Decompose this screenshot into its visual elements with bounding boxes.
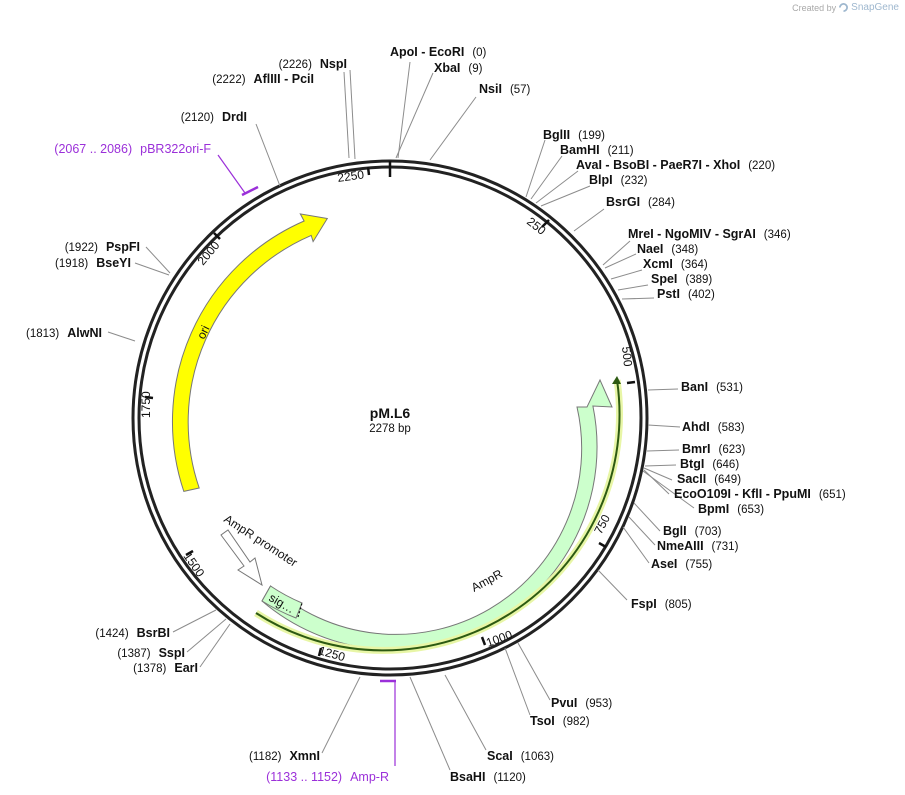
- created-by-text: Created by: [792, 2, 837, 13]
- site-fspi[interactable]: FspI(805): [631, 597, 692, 611]
- site-naei[interactable]: NaeI(348): [637, 242, 698, 256]
- primer-markers: [217, 154, 396, 766]
- tick-label-250: 250: [524, 214, 549, 238]
- site-apoi[interactable]: ApoI - EcoRI(0): [390, 45, 487, 59]
- site-scai[interactable]: ScaI(1063): [487, 749, 554, 763]
- tick-1250: [317, 647, 323, 657]
- site-afliii[interactable]: (2222)AflIII - PciI: [212, 72, 314, 86]
- site-eari[interactable]: (1378)EarI: [133, 661, 198, 675]
- site-psti[interactable]: PstI(402): [657, 287, 715, 301]
- primer-amp-r[interactable]: (1133 .. 1152)Amp-R: [266, 770, 389, 784]
- site-pspfi[interactable]: (1922)PspFI: [65, 240, 140, 254]
- site-bglii[interactable]: BglII(199): [543, 128, 605, 142]
- tick-label-500: 500: [619, 346, 635, 368]
- primer-binding-ampr: [254, 376, 624, 654]
- site-nsii[interactable]: NsiI(57): [479, 82, 531, 96]
- tick-500: [626, 380, 636, 385]
- leader-lines: [107, 61, 695, 771]
- tick-1750: [144, 395, 154, 400]
- brand-text: SnapGene: [851, 2, 899, 13]
- site-bsahi[interactable]: BsaHI(1120): [450, 770, 526, 784]
- tick-1500: [185, 549, 194, 557]
- site-ecoo109i[interactable]: EcoO109I - KflI - PpuMI(651): [674, 487, 846, 501]
- site-mrei[interactable]: MreI - NgoMIV - SgrAI(346): [628, 227, 791, 241]
- plasmid-size: 2278 bp: [369, 423, 411, 435]
- site-drdi[interactable]: (2120)DrdI: [181, 110, 247, 124]
- site-asei[interactable]: AseI(755): [651, 557, 712, 571]
- tick-label-2250: 2250: [336, 167, 365, 185]
- feature-ori[interactable]: ori: [171, 213, 329, 492]
- site-bseyi[interactable]: (1918)BseYI: [55, 256, 131, 270]
- site-alwni[interactable]: (1813)AlwNI: [26, 326, 102, 340]
- feature-ampr-promoter[interactable]: AmpR promoter: [220, 512, 300, 587]
- tick-label-1750: 1750: [139, 391, 153, 418]
- primer-labels: (2067 .. 2086)pBR322ori-F (1133 .. 1152)…: [54, 142, 389, 784]
- tick-2250: [366, 166, 371, 176]
- site-bani[interactable]: BanI(531): [681, 380, 743, 394]
- tick-2000: [213, 232, 221, 240]
- site-avai[interactable]: AvaI - BsoBI - PaeR7I - XhoI(220): [576, 158, 775, 172]
- site-sacii[interactable]: SacII(649): [677, 472, 741, 486]
- site-ahdi[interactable]: AhdI(583): [682, 420, 745, 434]
- site-blpi[interactable]: BlpI(232): [589, 173, 648, 187]
- site-bmri[interactable]: BmrI(623): [682, 442, 746, 456]
- site-bsrbi[interactable]: (1424)BsrBI: [95, 626, 170, 640]
- feature-sig-box: [261, 585, 303, 619]
- snapgene-logo-icon: [839, 3, 849, 12]
- site-bamhi[interactable]: BamHI(211): [560, 143, 634, 157]
- site-xcmi[interactable]: XcmI(364): [643, 257, 708, 271]
- restriction-sites: ApoI - EcoRI(0) XbaI(9) NsiI(57) BglII(1…: [26, 45, 846, 784]
- tick-750: [598, 541, 607, 549]
- site-bsrgi[interactable]: BsrGI(284): [606, 195, 675, 209]
- plasmid-name: pM.L6: [370, 405, 411, 421]
- tick-label-2000: 2000: [195, 238, 223, 268]
- feature-ori-arrow: [171, 213, 329, 492]
- site-xmni[interactable]: (1182)XmnI: [249, 749, 320, 763]
- site-nmeaiii[interactable]: NmeAIII(731): [657, 539, 739, 553]
- tick-marks: [144, 161, 636, 657]
- feature-ori-label: ori: [194, 323, 212, 341]
- site-tsoi[interactable]: TsoI(982): [530, 714, 590, 728]
- site-bgli[interactable]: BglI(703): [663, 524, 722, 538]
- site-xbai[interactable]: XbaI(9): [434, 61, 483, 75]
- primer-pbr322ori-f[interactable]: (2067 .. 2086)pBR322ori-F: [54, 142, 211, 156]
- credit-label: Created by SnapGene: [792, 2, 899, 13]
- site-bpmi[interactable]: BpmI(653): [698, 502, 764, 516]
- tick-250: [541, 219, 550, 228]
- feature-ampr-promoter-arrow: [220, 529, 263, 587]
- site-nspi[interactable]: (2226)NspI: [279, 57, 347, 71]
- site-sspi[interactable]: (1387)SspI: [117, 646, 185, 660]
- site-pvui[interactable]: PvuI(953): [551, 696, 612, 710]
- tick-1000: [480, 636, 487, 646]
- site-btgi[interactable]: BtgI(646): [680, 457, 739, 471]
- feature-ampr-label: AmpR: [469, 566, 505, 594]
- site-spei[interactable]: SpeI(389): [651, 272, 712, 286]
